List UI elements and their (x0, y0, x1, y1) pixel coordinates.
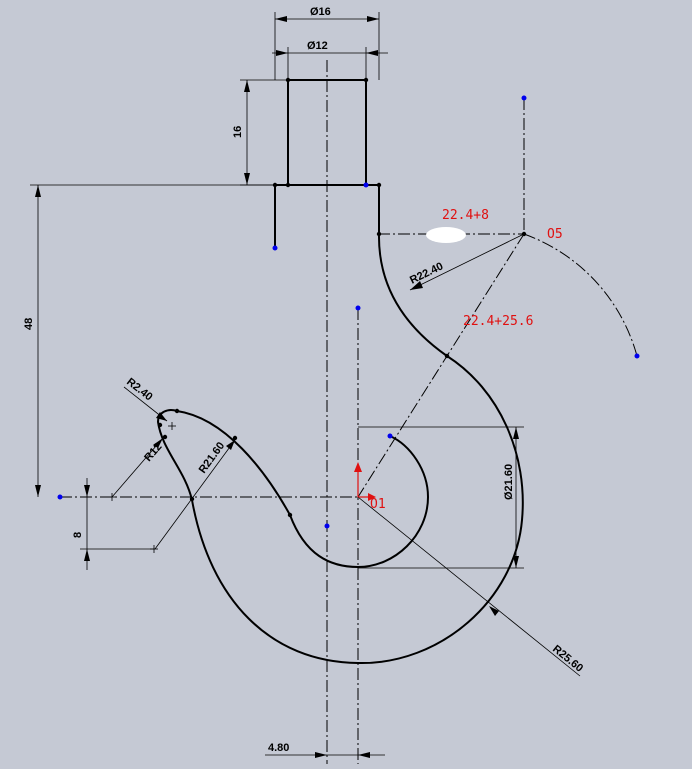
origin-axes (354, 462, 376, 501)
white-blob (426, 227, 466, 243)
dimension-lines (30, 12, 581, 756)
centerlines (60, 60, 638, 764)
annotation-22-4-plus-25-6: 22.4+25.6 (463, 314, 533, 329)
construction-points (57, 95, 640, 529)
center-marks (108, 422, 176, 553)
hook-outline (157, 233, 524, 665)
dim-r12[interactable]: R12 (142, 441, 164, 464)
arrowheads (35, 16, 519, 758)
o5-construction-arc (523, 233, 638, 357)
o5-o1-construction-line (357, 233, 525, 498)
label-o5: O5 (547, 227, 563, 242)
annotation-22-4-plus-8: 22.4+8 (442, 208, 489, 223)
dim-r21-60[interactable]: R21.60 (197, 440, 228, 476)
dim-dia12[interactable]: Ø12 (307, 40, 328, 52)
dim-16[interactable]: 16 (232, 126, 244, 138)
dim-dia21-60[interactable]: Ø21.60 (503, 464, 515, 500)
dim-8[interactable]: 8 (72, 532, 84, 538)
sketch-vertices (157, 77, 527, 518)
label-o1: O1 (370, 497, 386, 512)
hook-profile (157, 79, 524, 665)
dim-r22-40[interactable]: R22.40 (408, 260, 445, 286)
dim-48[interactable]: 48 (23, 318, 35, 330)
dim-4-80[interactable]: 4.80 (268, 742, 289, 754)
dim-dia16[interactable]: Ø16 (310, 6, 331, 18)
dim-r25-60[interactable]: R25.60 (550, 643, 585, 675)
